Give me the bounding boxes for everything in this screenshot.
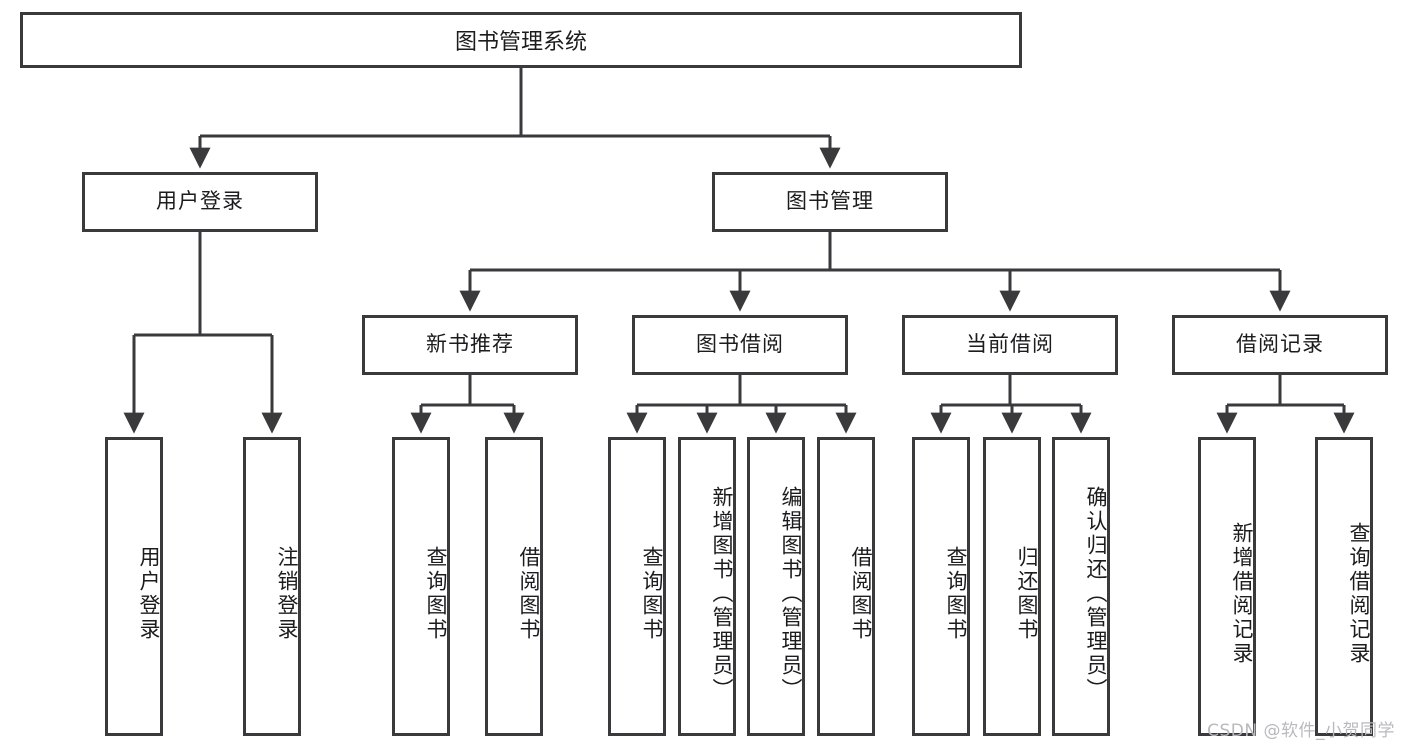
node-label: 借阅图书 (517, 545, 541, 642)
leaf-add-borrow-record[interactable]: 新增借阅记录 (1198, 437, 1256, 736)
leaf-query-book-current[interactable]: 查询图书 (912, 437, 970, 736)
node-label: 归还图书 (1015, 545, 1039, 642)
node-root-system[interactable]: 图书管理系统 (20, 12, 1022, 68)
node-user-login[interactable]: 用户登录 (82, 172, 318, 232)
node-current-borrow[interactable]: 当前借阅 (902, 315, 1118, 375)
node-label: 用户登录 (156, 189, 244, 214)
watermark-text: CSDN @软件_小贺同学 (1207, 721, 1395, 741)
leaf-query-book-newbook[interactable]: 查询图书 (392, 437, 450, 736)
node-label: 图书管理系统 (454, 30, 587, 55)
node-book-borrow[interactable]: 图书借阅 (632, 315, 848, 375)
node-label: 用户登录 (137, 545, 161, 642)
node-borrow-record[interactable]: 借阅记录 (1172, 315, 1388, 375)
node-book-management[interactable]: 图书管理 (712, 172, 948, 232)
node-label: 确认归还（管理员） (1084, 485, 1108, 702)
node-label: 图书借阅 (696, 332, 784, 357)
leaf-add-book-admin[interactable]: 新增图书（管理员） (678, 437, 736, 736)
leaf-confirm-return-admin[interactable]: 确认归还（管理员） (1052, 437, 1110, 736)
node-label: 借阅图书 (849, 545, 873, 642)
leaf-query-book-borrow[interactable]: 查询图书 (608, 437, 666, 736)
node-label: 新增图书（管理员） (710, 485, 734, 702)
leaf-user-login[interactable]: 用户登录 (105, 437, 163, 736)
node-label: 新增借阅记录 (1230, 521, 1254, 666)
node-label: 新书推荐 (426, 332, 514, 357)
node-label: 查询借阅记录 (1347, 521, 1371, 666)
node-label: 查询图书 (424, 545, 448, 642)
node-label: 编辑图书（管理员） (779, 485, 803, 702)
node-new-book-recommend[interactable]: 新书推荐 (362, 315, 578, 375)
leaf-query-borrow-record[interactable]: 查询借阅记录 (1315, 437, 1373, 736)
leaf-borrow-book[interactable]: 借阅图书 (817, 437, 875, 736)
node-label: 查询图书 (640, 545, 664, 642)
node-label: 借阅记录 (1236, 332, 1324, 357)
leaf-edit-book-admin[interactable]: 编辑图书（管理员） (747, 437, 805, 736)
node-label: 注销登录 (275, 545, 299, 642)
node-label: 查询图书 (944, 545, 968, 642)
node-label: 当前借阅 (966, 332, 1054, 357)
leaf-borrow-book-newbook[interactable]: 借阅图书 (485, 437, 543, 736)
node-label: 图书管理 (786, 189, 874, 214)
leaf-logout[interactable]: 注销登录 (243, 437, 301, 736)
leaf-return-book[interactable]: 归还图书 (983, 437, 1041, 736)
